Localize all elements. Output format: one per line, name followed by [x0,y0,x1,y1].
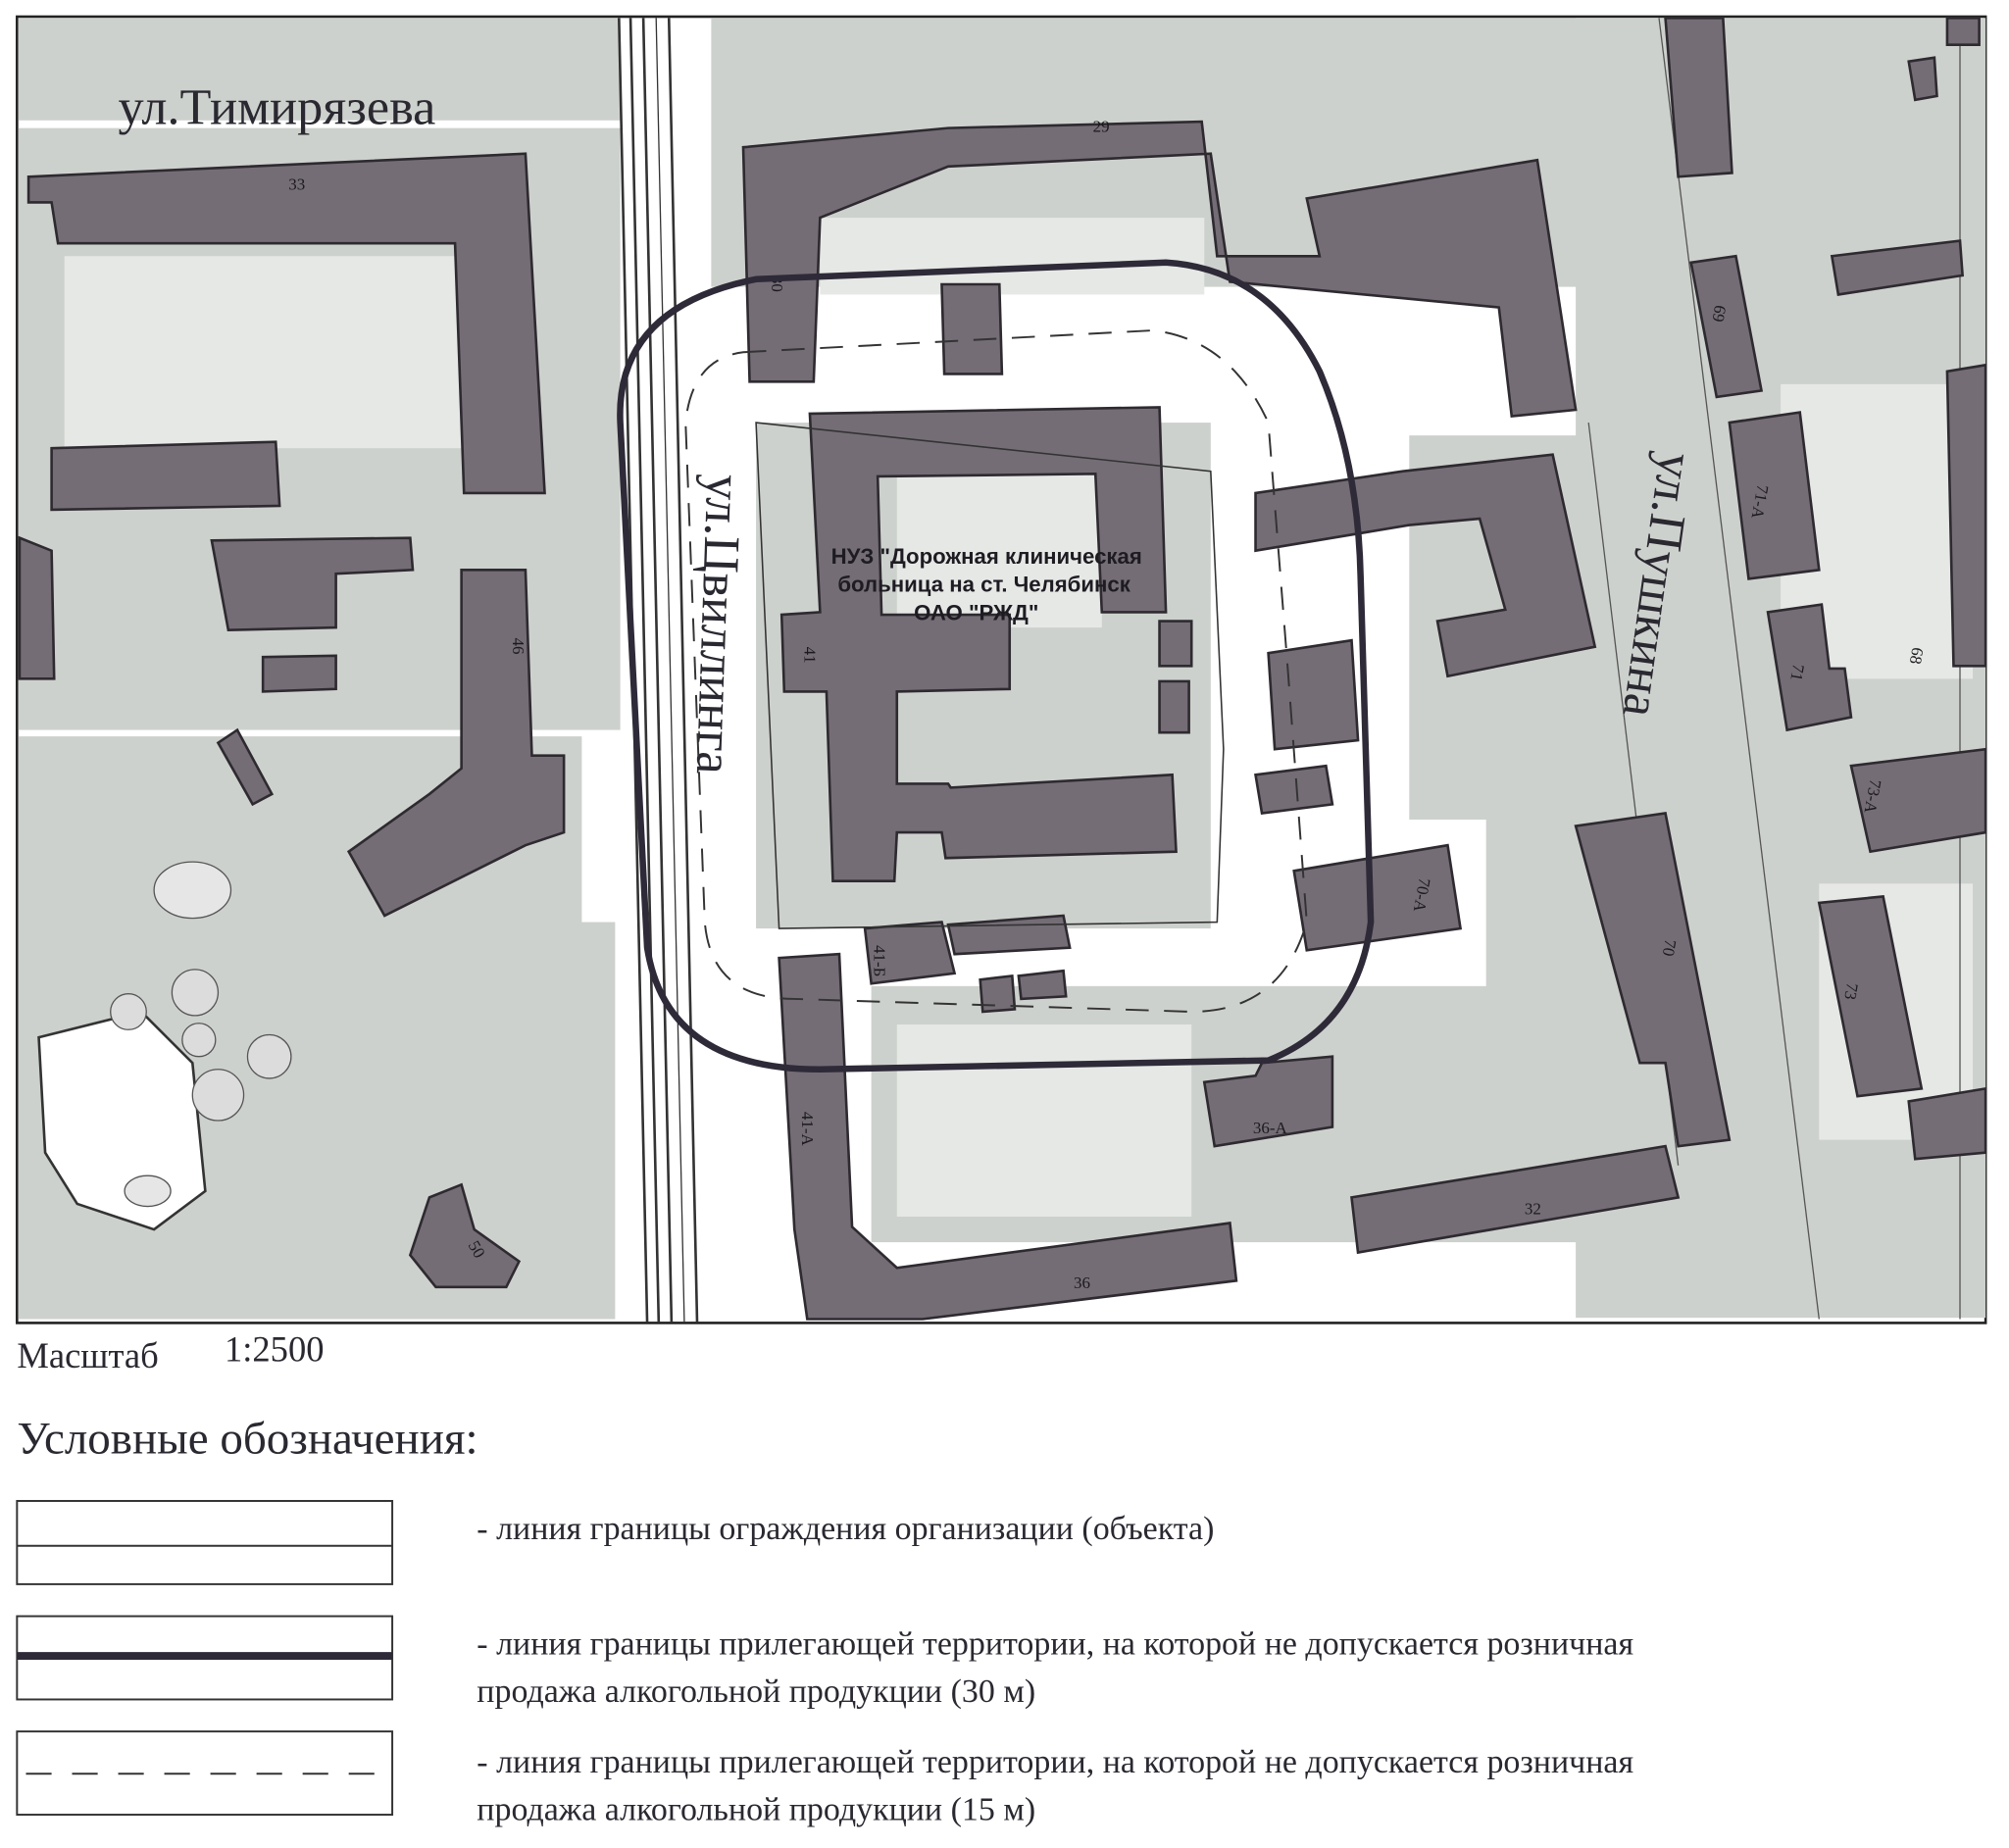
building-number: 41-Б [870,945,888,976]
building-number: 69 [1709,304,1731,324]
legend: Условные обозначения: - линия границы ог… [16,1414,1633,1827]
legend-item-30m-line2: продажа алкогольной продукции (30 м) [477,1673,1035,1710]
boundary-30m-line [617,259,1375,1074]
building-number: 68 [1906,646,1928,666]
scale-value: 1:2500 [225,1329,325,1370]
building-number: 71 [1786,663,1808,682]
legend-item-30m-line1: - линия границы прилегающей территории, … [477,1626,1633,1663]
scale-label: Масштаб [17,1335,158,1375]
street-label-timiryazeva: ул.Тимирязева [119,79,436,136]
building-number: 33 [288,175,305,193]
facility-label-line3: ОАО "РЖД" [914,600,1038,624]
building-number: 36-А [1253,1119,1288,1137]
building-number: 46 [509,638,527,655]
street-label-tsvillinga: ул.Цвиллинга [685,474,753,775]
legend-item-fence: - линия границы ограждения организации (… [477,1511,1214,1547]
facility-label: НУЗ "Дорожная клиническая больница на ст… [831,544,1142,624]
fence-boundary-line [755,422,1225,929]
legend-swatch-fence [16,1500,394,1585]
building-number: 41 [801,647,820,664]
building-number: 41-А [798,1112,817,1147]
building-number: 32 [1525,1199,1541,1218]
buildings [18,16,1987,1321]
facility-label-line1: НУЗ "Дорожная клиническая [831,544,1142,569]
boundary-15m-line [684,329,1308,1013]
building-number: 29 [1093,118,1110,136]
legend-item-15m-line1: - линия границы прилегающей территории, … [477,1744,1633,1780]
building-number: 36 [1074,1274,1090,1292]
facility-label-line2: больница на ст. Челябинск [837,573,1130,597]
map-area: 33 29 30 46 41 69 68 71-А 71 73-А 70-А 7… [16,15,1987,1324]
legend-item-15m-line2: продажа алкогольной продукции (15 м) [477,1791,1035,1827]
building-number: 73 [1840,981,1862,1001]
building-number: 70 [1659,938,1681,958]
park [37,861,292,1231]
legend-title: Условные обозначения: [17,1414,477,1465]
